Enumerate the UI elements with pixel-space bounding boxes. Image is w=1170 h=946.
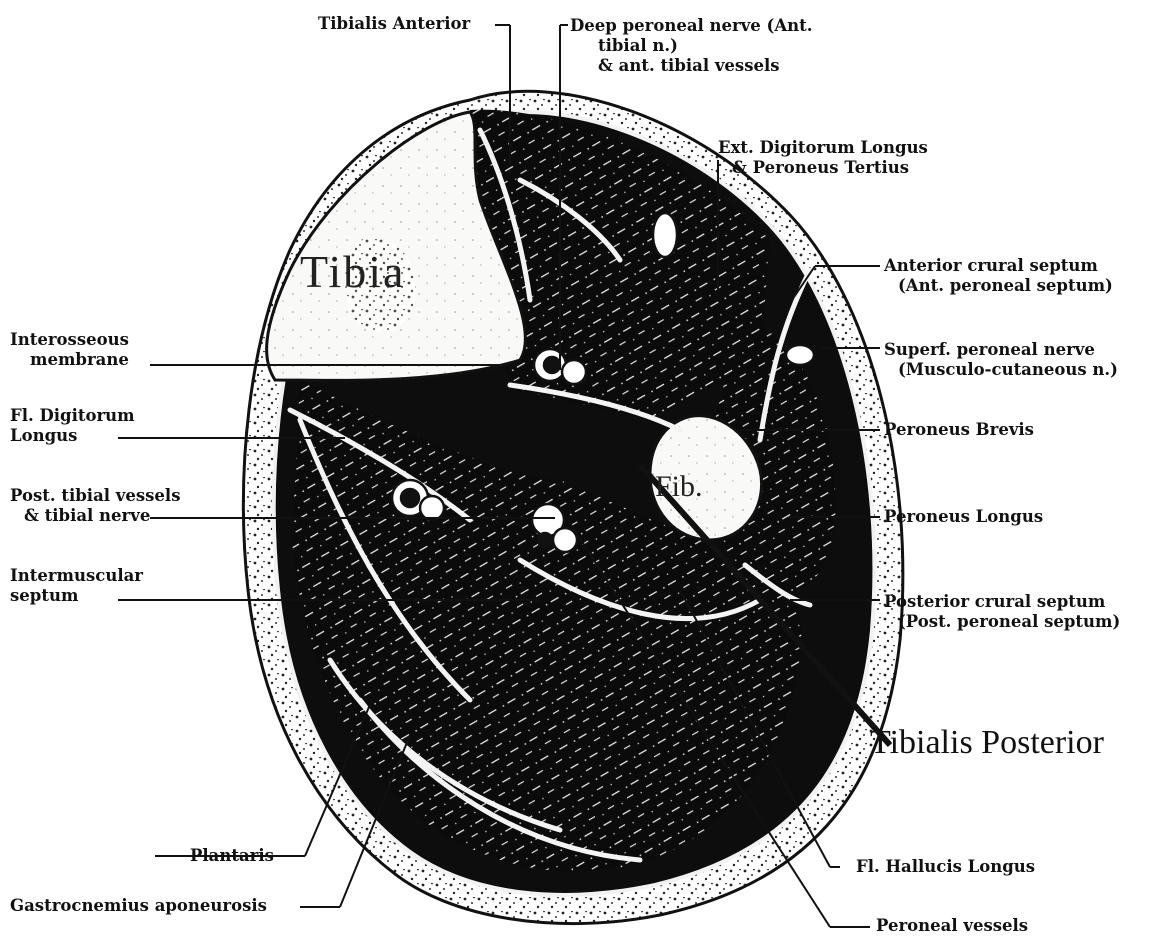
label-posterior-crural-septum: Posterior crural septum (Post. peroneal … — [884, 592, 1120, 632]
label-fl-hallucis-longus: Fl. Hallucis Longus — [856, 857, 1035, 877]
label-post-tibial-vessels: Post. tibial vessels & tibial nerve — [10, 486, 181, 526]
label-intermuscular-septum: Intermuscular septum — [10, 566, 143, 606]
label-interosseous-membrane: Interosseous membrane — [10, 330, 129, 370]
label-tibialis-posterior: Tibialis Posterior — [870, 724, 1104, 762]
label-ext-digitorum-longus: Ext. Digitorum Longus & Peroneus Tertius — [718, 138, 928, 178]
label-deep-peroneal-nerve: Deep peroneal nerve (Ant. tibial n.) & a… — [570, 16, 813, 76]
label-plantaris: Plantaris — [190, 846, 274, 866]
fibula-label: Fib. — [655, 470, 703, 504]
label-peroneus-longus: Peroneus Longus — [884, 507, 1043, 527]
label-peroneus-brevis: Peroneus Brevis — [884, 420, 1034, 440]
label-fl-digitorum-longus: Fl. Digitorum Longus — [10, 406, 135, 446]
label-tibialis-anterior: Tibialis Anterior — [318, 14, 470, 34]
label-gastrocnemius-aponeurosis: Gastrocnemius aponeurosis — [10, 896, 267, 916]
label-peroneal-vessels: Peroneal vessels — [876, 916, 1028, 936]
tibia-label: Tibia — [300, 245, 405, 298]
label-superf-peroneal-nerve: Superf. peroneal nerve (Musculo-cutaneou… — [884, 340, 1118, 380]
label-anterior-crural-septum: Anterior crural septum (Ant. peroneal se… — [884, 256, 1113, 296]
